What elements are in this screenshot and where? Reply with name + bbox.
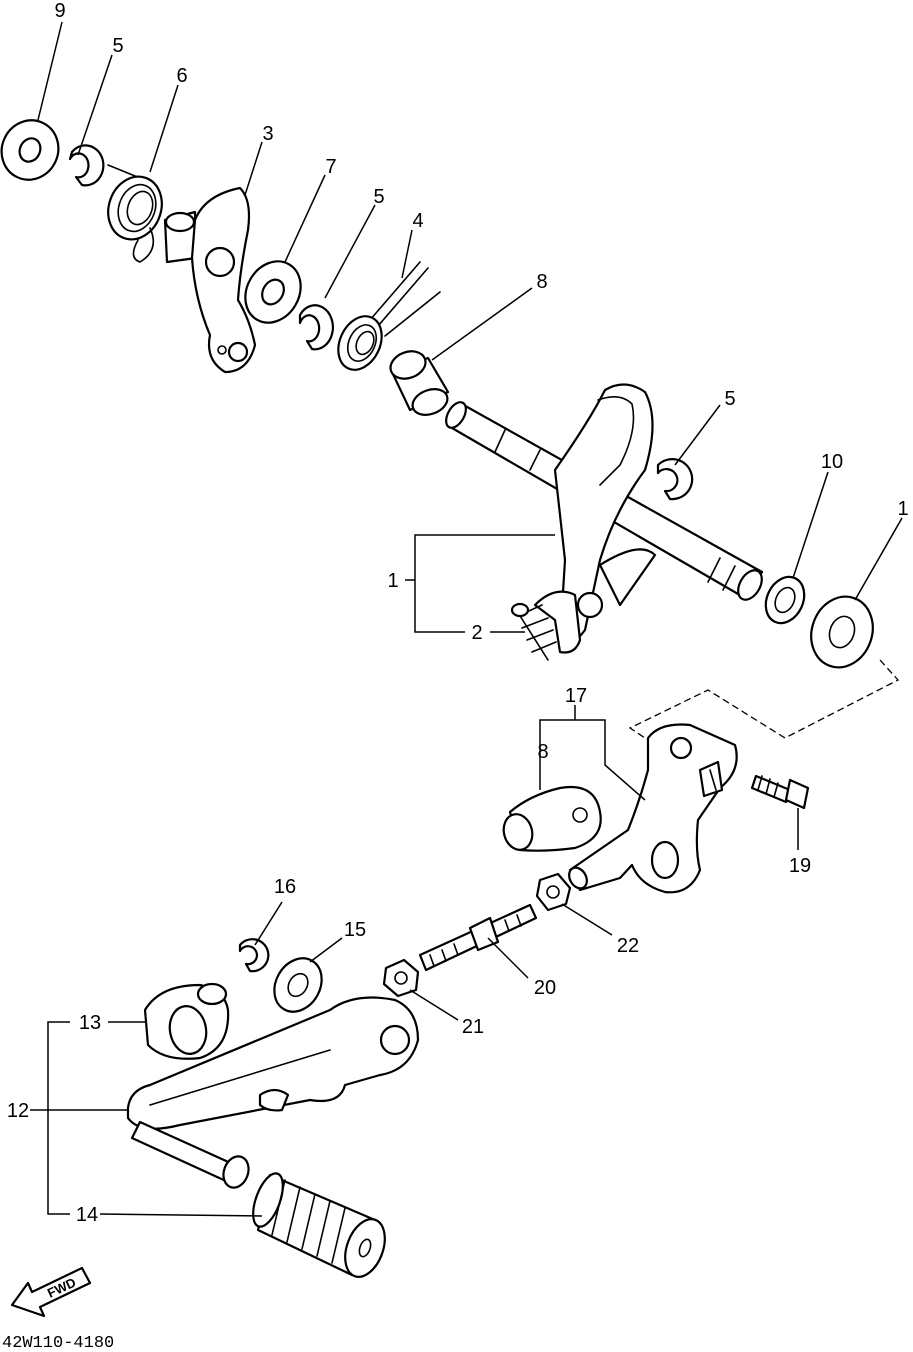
callout-9: 9 [54, 0, 65, 22]
callout-5-middle: 5 [373, 186, 384, 208]
callout-17: 17 [565, 685, 587, 707]
washer-part-7 [244, 260, 302, 324]
rod-joint-part-13 [143, 982, 230, 1060]
callout-4: 4 [412, 210, 423, 232]
callout-14: 14 [76, 1204, 98, 1226]
callout-2: 2 [471, 622, 482, 644]
circlip-part-16 [238, 938, 270, 973]
shift-shaft-part-1 [445, 383, 764, 654]
nut-part-21 [382, 958, 420, 998]
callout-5-right: 5 [724, 388, 735, 410]
callout-5-top: 5 [112, 35, 123, 57]
callout-16: 16 [274, 876, 296, 898]
assembly-dash-line [628, 659, 900, 741]
bolt-part-19 [750, 774, 810, 810]
callout-22: 22 [617, 935, 639, 957]
callout-10: 10 [821, 451, 843, 473]
torsion-spring-part-6 [107, 164, 163, 263]
callout-20: 20 [534, 977, 556, 999]
callout-13: 13 [79, 1012, 101, 1034]
callout-21: 21 [462, 1016, 484, 1038]
callout-11: 1 [897, 498, 908, 520]
callout-7: 7 [325, 156, 336, 178]
pedal-rubber-part-14 [252, 1172, 386, 1278]
leader-lines [30, 21, 903, 1217]
callout-15: 15 [344, 919, 366, 941]
callout-3: 3 [262, 123, 273, 145]
circlip-part-5-right [656, 458, 694, 501]
rod-joint-part-8 [502, 785, 602, 852]
callout-19: 19 [789, 855, 811, 877]
callout-12: 12 [7, 1100, 29, 1122]
drawing-code: 42W110-4180 [2, 1334, 114, 1352]
return-spring-part-4 [337, 261, 441, 371]
collar-part-8-top [389, 350, 450, 416]
shift-lever-arm-part-17 [568, 723, 738, 894]
washer-part-9 [0, 119, 60, 181]
shift-pedal-part-12 [126, 996, 420, 1189]
callout-1: 1 [387, 570, 398, 592]
callout-6: 6 [176, 65, 187, 87]
callout-labels: 9 5 6 3 7 5 4 8 5 10 1 1 2 17 8 19 16 15… [7, 0, 909, 1226]
adjust-rod-part-20 [418, 903, 538, 972]
nut-part-22 [535, 872, 572, 912]
circlip-part-5-middle [298, 304, 335, 351]
washer-part-15 [273, 957, 323, 1013]
oil-seal-part-11 [810, 595, 874, 669]
forward-arrow-icon: FWD [10, 1266, 92, 1318]
callout-8-top: 8 [536, 271, 547, 293]
callout-8-bottom: 8 [537, 741, 548, 763]
spring-part-2 [510, 602, 557, 661]
washer-part-10 [764, 575, 806, 625]
shift-arm-part-3 [163, 186, 257, 374]
circlip-part-5-top [68, 144, 105, 187]
